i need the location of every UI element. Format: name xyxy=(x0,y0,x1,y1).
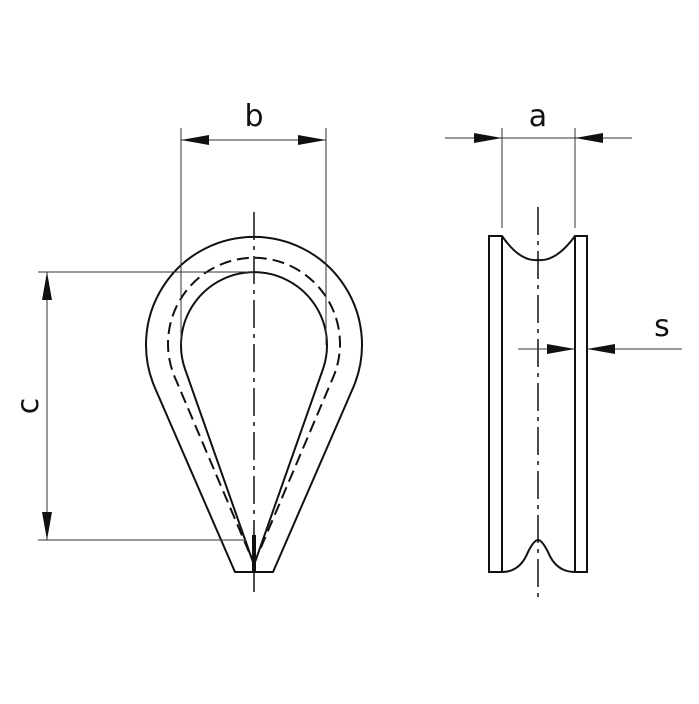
dimension-a xyxy=(445,128,632,228)
label-c: c xyxy=(11,398,46,415)
thimble-tip-fill xyxy=(252,535,256,572)
thimble-outer-outline xyxy=(145,235,363,573)
label-s: s xyxy=(654,309,670,344)
dimension-b xyxy=(180,128,327,345)
thimble-hidden-line xyxy=(167,256,341,553)
dimension-c xyxy=(38,271,254,541)
label-b: b xyxy=(244,99,263,134)
front-view xyxy=(145,212,363,597)
side-view xyxy=(488,207,588,597)
label-a: a xyxy=(529,99,547,134)
